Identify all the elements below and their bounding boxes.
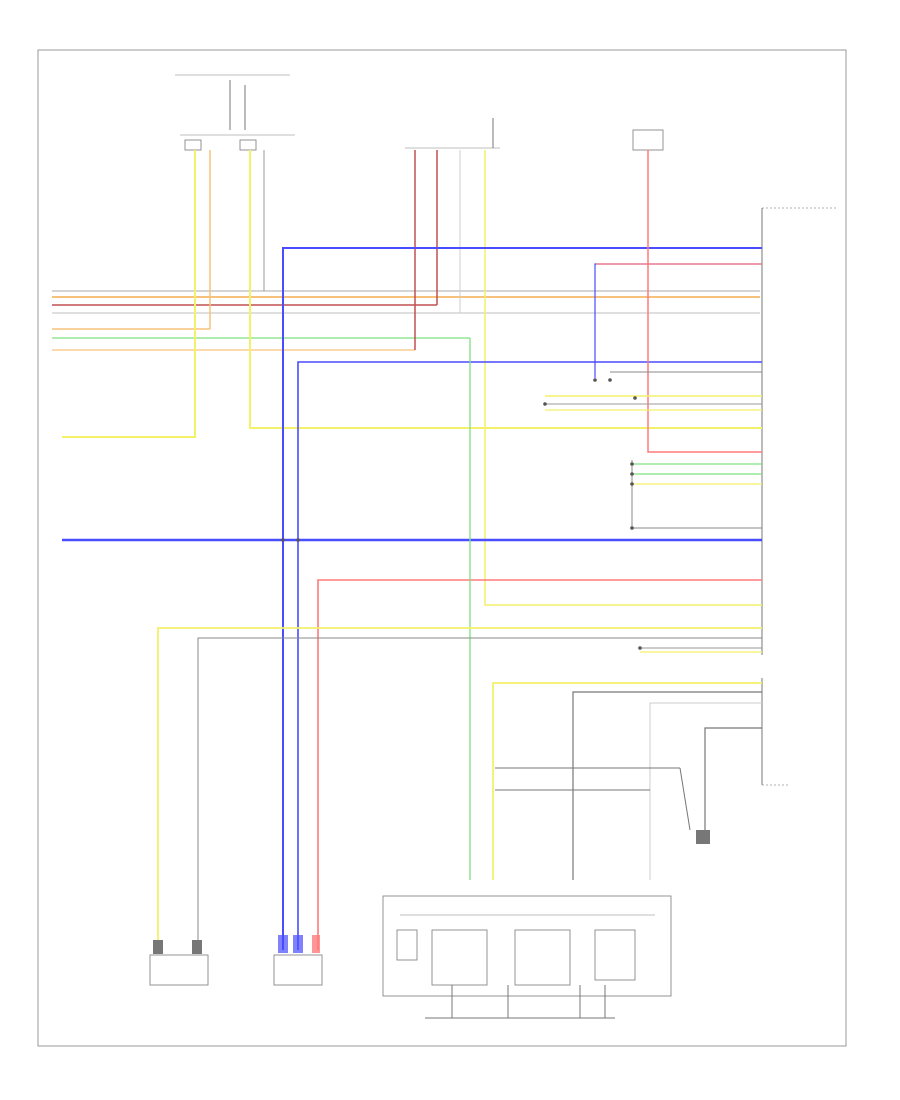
top-left-connector <box>175 74 295 151</box>
wire-gray-5 <box>631 460 762 529</box>
top-center-connector <box>405 118 500 149</box>
wire-red-top-right <box>647 150 762 453</box>
wire-blue-1 <box>282 247 762 950</box>
wire-blue-2 <box>297 361 762 950</box>
bottom-mid-sensor <box>273 935 323 986</box>
wire-yellow-left-2 <box>249 150 762 429</box>
wire-yellow-left <box>62 150 196 438</box>
power-plug <box>382 895 672 1019</box>
diagram-frame <box>37 49 847 1047</box>
right-sensor-connector <box>696 830 710 844</box>
bottom-left-sensor <box>149 940 209 986</box>
wire-gray-sensor <box>704 727 762 840</box>
wire-yellow-bottom-left <box>157 627 762 950</box>
wire-red-2 <box>317 579 762 950</box>
splice-markers <box>281 378 642 650</box>
wire-yellow-power <box>492 682 762 880</box>
ecu-connector <box>761 207 838 786</box>
top-right-sensor <box>632 129 664 151</box>
wire-gray-power <box>572 691 762 880</box>
wire-gray-power-2 <box>649 702 762 880</box>
wire-yellow-center <box>484 150 762 606</box>
wire-blue-4 <box>594 263 762 378</box>
wire-gray-bottom-left <box>197 637 762 950</box>
